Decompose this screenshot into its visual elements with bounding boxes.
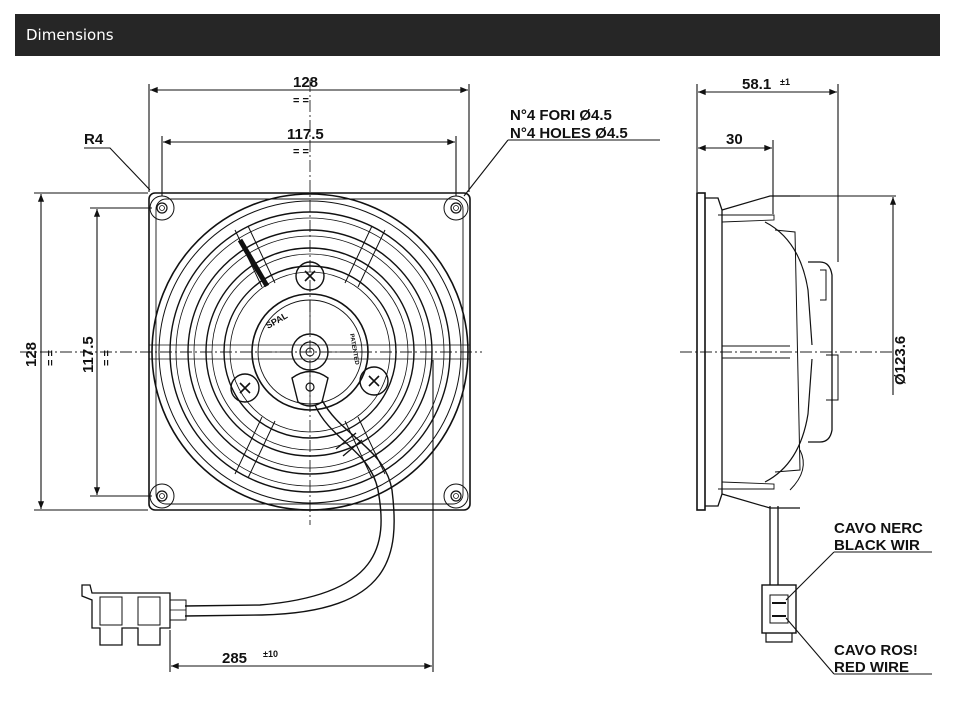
motor-depth-label: 30 xyxy=(726,131,743,148)
dim-width-117-note: = = xyxy=(293,146,309,158)
section-header: Dimensions xyxy=(15,14,940,56)
fan-guard xyxy=(151,193,469,511)
section-title: Dimensions xyxy=(26,26,114,44)
dim-height-128-label: 128 xyxy=(23,342,40,367)
dim-height-117 xyxy=(90,207,152,497)
dim-height-117-label: 117.5 xyxy=(80,336,97,373)
depth-tolerance: ±1 xyxy=(780,77,790,87)
dim-depth-58 xyxy=(696,84,839,262)
r4-leader xyxy=(84,147,151,191)
dim-height-128 xyxy=(34,192,148,511)
dim-width-128-note: = = xyxy=(293,95,309,107)
diameter-label: Ø123.6 xyxy=(892,336,909,385)
dim-width-128 xyxy=(148,84,470,192)
black-wire-label-en: BLACK WIR xyxy=(834,537,920,554)
hub-patent-text: PATENTED xyxy=(348,333,359,366)
holes-leader xyxy=(463,139,660,197)
dim-width-128-label: 128 xyxy=(293,74,318,91)
power-cable xyxy=(184,399,395,617)
mounting-hole-bottom-right xyxy=(443,483,469,509)
side-connector xyxy=(761,506,797,643)
side-view: 58.1 ±1 30 Ø123.6 CAVO NERC BLACK WIR CA… xyxy=(680,76,932,676)
red-wire-label-it: CAVO ROS! xyxy=(834,642,918,659)
cable-length-tolerance: ±10 xyxy=(263,649,278,659)
dim-motor-30 xyxy=(697,140,774,214)
front-view: SPAL PATENTED 128 = = xyxy=(20,74,660,672)
red-wire-label-en: RED WIRE xyxy=(834,659,909,676)
holes-label-en: N°4 HOLES Ø4.5 xyxy=(510,125,628,142)
depth-label: 58.1 xyxy=(742,76,771,93)
cable-connector xyxy=(81,584,187,646)
dim-cable-length xyxy=(169,360,434,672)
black-wire-leader xyxy=(785,551,932,601)
cable-length-label: 285 xyxy=(222,650,247,667)
dim-width-117-label: 117.5 xyxy=(287,126,324,143)
mounting-hole-bottom-left xyxy=(149,483,175,509)
dim-diameter xyxy=(780,195,897,395)
red-wire-leader xyxy=(785,617,932,675)
side-motor xyxy=(764,221,839,491)
dim-height-128-note: = = xyxy=(45,350,57,366)
dim-height-117-note: = = xyxy=(101,350,113,366)
motor-hub xyxy=(230,261,389,411)
holes-label-it: N°4 FORI Ø4.5 xyxy=(510,107,612,124)
dim-width-117 xyxy=(161,136,457,196)
side-frame xyxy=(696,192,800,511)
corner-radius-label: R4 xyxy=(84,131,104,148)
black-wire-label-it: CAVO NERC xyxy=(834,520,923,537)
